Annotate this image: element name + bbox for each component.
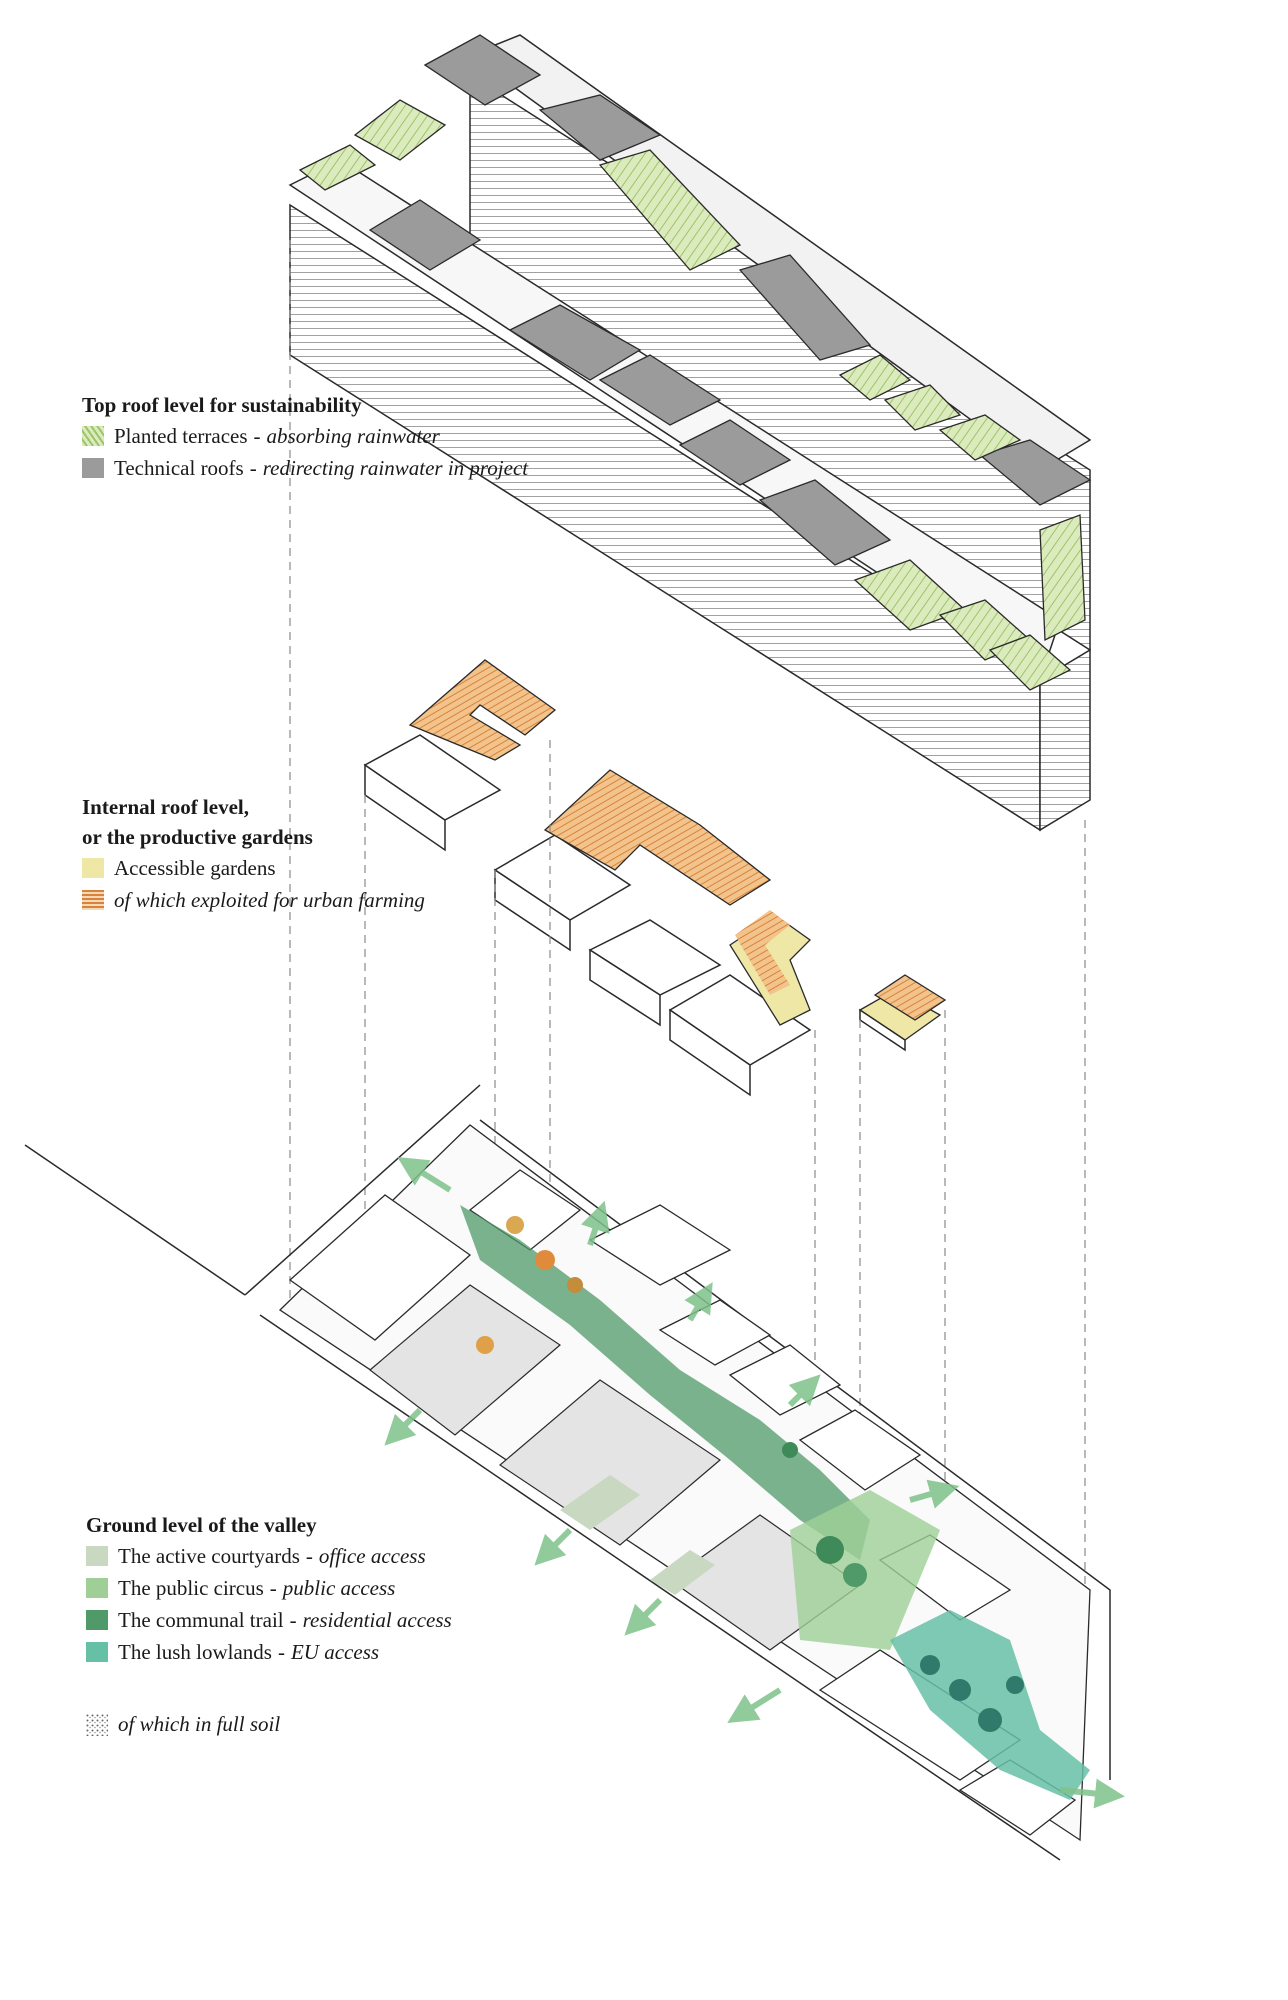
- legend-desc: absorbing rainwater: [266, 423, 440, 448]
- planted-terrace: [298, 144, 377, 191]
- legend-label: The communal trail: [118, 1607, 284, 1632]
- legend-label: Planted terraces: [114, 423, 248, 448]
- internal-block-side: [859, 1008, 906, 1052]
- courtyard-swatch: [86, 1546, 108, 1566]
- technical-roof: [368, 199, 482, 271]
- access-arrow-icon: [787, 1374, 821, 1408]
- farming-roof: [408, 659, 557, 761]
- farming-stripe-swatch: [82, 890, 104, 910]
- legend-row-circus: The public circus - public access: [86, 1572, 452, 1604]
- legend-label: Technical roofs: [114, 455, 244, 480]
- access-arrow-icon: [397, 1157, 452, 1193]
- soil-note-text: of which in full soil: [118, 1712, 281, 1736]
- ground-building: [798, 1409, 922, 1491]
- legend-title-line2: or the productive gardens: [82, 825, 313, 849]
- farming-roof: [543, 769, 772, 906]
- technical-roof: [678, 419, 792, 486]
- legend-row-courtyards: The active courtyards - office access: [86, 1540, 452, 1572]
- legend-title: Top roof level for sustainability: [82, 393, 362, 417]
- legend-label: The lush lowlands: [118, 1639, 272, 1664]
- legend-title: Ground level of the valley: [86, 1513, 317, 1537]
- top-roof-level: [288, 34, 1092, 832]
- access-arrow-icon: [384, 1407, 423, 1446]
- full-soil-note: of which in full soil: [86, 1712, 280, 1737]
- legend-row-farming: of which exploited for urban farming: [82, 884, 425, 916]
- legend-row-lowlands: The lush lowlands - EU access: [86, 1636, 452, 1668]
- ground-building: [588, 1204, 732, 1286]
- east-end-facade: [1039, 648, 1091, 832]
- legend-row-accessible: Accessible gardens: [82, 852, 425, 884]
- legend-row-trail: The communal trail - residential access: [86, 1604, 452, 1636]
- active-courtyard: [369, 1284, 561, 1436]
- full-soil-texture-icon: [86, 1713, 108, 1736]
- access-arrow-icon: [684, 1282, 713, 1322]
- legend-desc: of which exploited for urban farming: [114, 887, 425, 912]
- legend-label: Accessible gardens: [114, 855, 276, 880]
- access-arrow-icon: [1059, 1778, 1125, 1809]
- planted-terrace: [1039, 514, 1086, 642]
- legend-desc: EU access: [290, 1639, 380, 1664]
- technical-roof: [423, 34, 542, 106]
- access-arrow-icon: [581, 1200, 610, 1246]
- planted-terrace: [938, 414, 1022, 461]
- legend-desc: office access: [318, 1543, 426, 1568]
- internal-block-top: [363, 734, 502, 821]
- internal-roof-level: [363, 659, 947, 1097]
- technical-roof: [508, 304, 642, 381]
- access-arrow-icon: [624, 1597, 663, 1636]
- access-arrow-icon: [534, 1527, 573, 1566]
- legend-label: The active courtyards: [118, 1543, 300, 1568]
- ground-building: [958, 1759, 1077, 1836]
- street-line: [24, 1144, 246, 1296]
- planted-terrace: [598, 149, 742, 271]
- planted-terrace: [988, 634, 1072, 691]
- farming-roof: [873, 974, 947, 1021]
- garden-swatch: [82, 858, 104, 878]
- courtyard-green: [650, 1550, 715, 1595]
- trail-swatch: [86, 1610, 108, 1630]
- technical-roof: [598, 354, 722, 426]
- street-line: [259, 1314, 1061, 1861]
- legend-ground-level: Ground level of the valley The active co…: [86, 1510, 452, 1668]
- ground-building: [288, 1194, 472, 1341]
- trees: [476, 1216, 1024, 1732]
- internal-block-side: [669, 1008, 751, 1097]
- legend-row-planted: Planted terraces - absorbing rainwater: [82, 420, 528, 452]
- legend-desc: redirecting rainwater in project: [262, 455, 529, 480]
- street-line: [479, 1119, 1111, 1780]
- legend-top-roof: Top roof level for sustainability Plante…: [82, 390, 528, 484]
- technical-roof-swatch: [82, 458, 104, 478]
- legend-row-technical: Technical roofs - redirecting rainwater …: [82, 452, 528, 484]
- legend-label: The public circus: [118, 1575, 264, 1600]
- technical-roof: [538, 94, 662, 161]
- planted-terrace: [883, 384, 962, 431]
- planted-terrace: [838, 354, 912, 401]
- technical-roof: [738, 254, 872, 361]
- lush-lowlands: [890, 1610, 1090, 1800]
- planted-terrace: [353, 99, 447, 161]
- legend-internal-roof: Internal roof level, or the productive g…: [82, 792, 425, 916]
- access-arrows: [384, 1157, 1125, 1809]
- legend-desc: residential access: [302, 1607, 452, 1632]
- internal-block-side: [589, 948, 661, 1027]
- farming-roof: [735, 910, 790, 995]
- access-arrow-icon: [727, 1687, 782, 1723]
- technical-roof: [758, 479, 892, 566]
- courtyard-green: [560, 1475, 640, 1530]
- access-arrow-icon: [909, 1479, 960, 1509]
- planted-hatch-swatch: [82, 426, 104, 446]
- communal-trail: [460, 1205, 870, 1560]
- ground-level: [24, 1084, 1125, 1861]
- lowlands-swatch: [86, 1642, 108, 1662]
- legend-desc: public access: [282, 1575, 396, 1600]
- street-line: [244, 1084, 481, 1296]
- legend-title-line1: Internal roof level,: [82, 795, 249, 819]
- circus-swatch: [86, 1578, 108, 1598]
- technical-roof: [978, 439, 1092, 506]
